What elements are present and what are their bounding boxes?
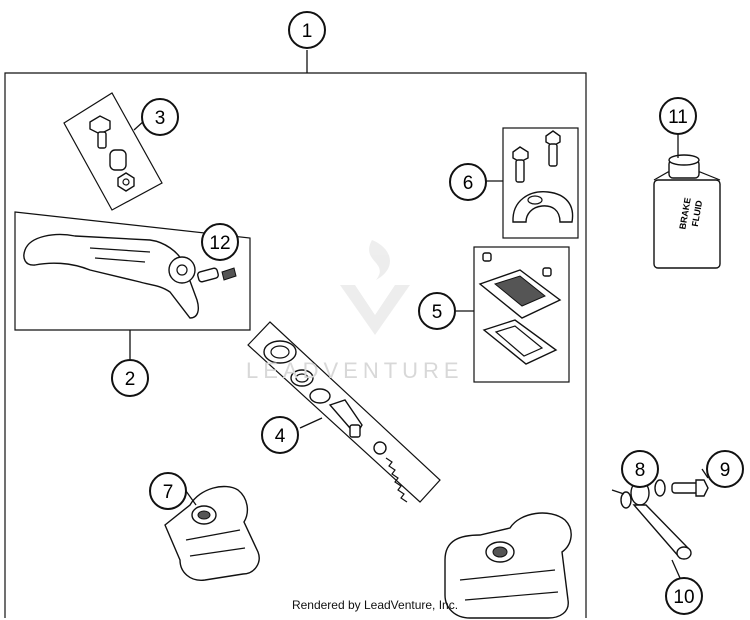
diaphragm-part xyxy=(482,319,558,365)
callout-circle xyxy=(706,450,744,488)
callout-10: 10 xyxy=(665,577,703,615)
callout-number: 7 xyxy=(163,482,174,503)
bottle-label-line-2: FLUID xyxy=(690,199,705,227)
callout-circle xyxy=(201,223,239,261)
callout-8: 8 xyxy=(621,450,659,488)
assembly-frame xyxy=(4,72,587,618)
callout-circle xyxy=(149,472,187,510)
callout-circle xyxy=(141,98,179,136)
nut-part xyxy=(117,172,135,192)
cap-kit-frame xyxy=(473,246,570,383)
bolt-kit-frame xyxy=(63,92,163,211)
callout-2: 2 xyxy=(111,359,149,397)
washer-part xyxy=(309,388,331,404)
callout-number: 11 xyxy=(668,107,688,128)
piston-seal-part xyxy=(263,340,297,364)
callout-6: 6 xyxy=(449,163,487,201)
callout-number: 1 xyxy=(302,21,313,42)
callout-number: 8 xyxy=(635,460,646,481)
callout-number: 12 xyxy=(209,233,230,254)
cap-screws-part xyxy=(482,252,552,277)
callout-number: 10 xyxy=(673,587,694,608)
callout-circle xyxy=(621,450,659,488)
callout-3: 3 xyxy=(141,98,179,136)
callout-circle xyxy=(449,163,487,201)
brake-fluid-bottle-part: BRAKE FLUID xyxy=(653,154,721,269)
sleeve-part xyxy=(109,149,127,171)
callout-4: 4 xyxy=(261,416,299,454)
spring-part xyxy=(373,441,408,503)
callout-7: 7 xyxy=(149,472,187,510)
bolt-part xyxy=(89,115,111,149)
clamp-bolts-part xyxy=(512,130,561,183)
clamp-kit-frame xyxy=(502,127,579,239)
master-cylinder-housing-part xyxy=(444,512,572,619)
sealing-washers-part xyxy=(620,479,666,509)
callout-5: 5 xyxy=(418,292,456,330)
piston-part xyxy=(328,399,363,438)
render-credit: Rendered by LeadVenture, Inc. xyxy=(291,598,459,612)
piston-kit-frame xyxy=(247,321,441,503)
o-ring-part xyxy=(290,369,314,387)
callout-number: 3 xyxy=(155,108,166,129)
callout-12: 12 xyxy=(201,223,239,261)
callout-1: 1 xyxy=(288,11,326,49)
callout-number: 4 xyxy=(275,426,286,447)
callout-9: 9 xyxy=(706,450,744,488)
callout-circle xyxy=(418,292,456,330)
clamp-part xyxy=(512,191,574,223)
watermark-logo xyxy=(340,240,410,335)
callout-number: 9 xyxy=(720,460,731,481)
callout-11: 11 xyxy=(659,97,697,135)
reservoir-cover-part xyxy=(478,269,562,319)
callout-number: 6 xyxy=(463,173,474,194)
callout-circle xyxy=(659,97,697,135)
callout-circle xyxy=(261,416,299,454)
banjo-bolt-part xyxy=(671,479,709,497)
callout-circle xyxy=(288,11,326,49)
callout-circle xyxy=(111,359,149,397)
callout-number: 5 xyxy=(432,302,443,323)
watermark-text: LEADVENTURE xyxy=(246,358,464,383)
callout-number: 2 xyxy=(125,369,136,390)
lever-kit-frame xyxy=(14,211,251,331)
callout-circle xyxy=(665,577,703,615)
master-cylinder-part xyxy=(164,485,260,581)
clutch-lever-part xyxy=(23,233,237,319)
